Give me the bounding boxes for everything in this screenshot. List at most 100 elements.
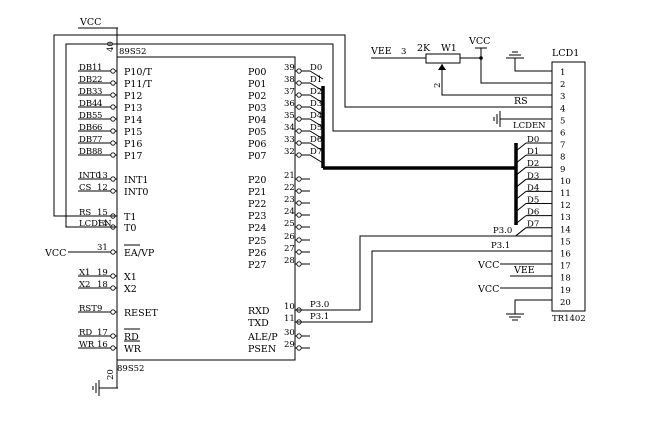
pot-name: W1	[441, 43, 457, 54]
lcd-data-d3: D3	[515, 171, 552, 188]
mcu-pin-signal: WR	[79, 340, 95, 350]
mcu-pin-num: 17	[97, 328, 108, 338]
lcd-pin-15: 15	[560, 237, 571, 247]
lcd-pin-1: 1	[560, 68, 565, 78]
lcd-pin-7: 7	[560, 141, 565, 151]
mcu-pin-signal: DB6	[79, 123, 97, 133]
mcu-pin-num: 15	[97, 208, 108, 218]
pot-resistor	[425, 53, 461, 64]
lcd-pin-12: 12	[560, 201, 571, 211]
mcu-ground-icon	[92, 380, 100, 396]
lcd-data-label: D7	[527, 220, 539, 230]
mcu-pin-name: P15	[124, 127, 142, 138]
lcd-data-d1: D1	[515, 147, 552, 164]
mcu-pin-name: X1	[124, 272, 137, 283]
bus-label-d7: D7	[310, 147, 322, 157]
bus-label-d3: D3	[310, 99, 322, 109]
mcu-pin-name: P17	[124, 151, 142, 162]
bus-label-d0: D0	[310, 63, 322, 73]
bus-label-d4: D4	[310, 111, 322, 121]
mcu-pin-name: P10/T	[124, 67, 153, 78]
lcd-pin5-ground-icon	[493, 111, 501, 127]
pot-right-wire	[460, 48, 482, 59]
lcd-pin-5: 5	[560, 116, 565, 126]
lcd-bottom-ground-icon	[506, 313, 524, 321]
p30-label-mcu: P3.0	[310, 300, 329, 310]
mcu-pin-name: INT1	[124, 175, 148, 186]
mcu-pin-num: 32	[284, 147, 295, 157]
lcd-data-d5: D5	[515, 196, 552, 212]
lcd-data-label: D5	[527, 196, 539, 206]
lcd-data-label: D4	[527, 183, 539, 193]
mcu-pin-signal: DB5	[79, 111, 97, 121]
lcd-pin-14: 14	[560, 225, 571, 235]
lcd-vee18-label: VEE	[513, 265, 535, 276]
mcu-pin-name: P22	[248, 199, 266, 210]
mcu-pin-name: P16	[124, 139, 142, 150]
mcu-pin-num: 8	[97, 147, 102, 157]
mcu-pin-name: RD	[124, 332, 139, 343]
mcu-pin-num: 23	[284, 195, 295, 205]
mcu-pin-num: 7	[97, 135, 102, 145]
mcu-pin-signal: X2	[79, 280, 90, 290]
mcu-pin-num: 4	[97, 99, 102, 109]
lcd-data-label: D2	[527, 159, 539, 169]
lcd-data-label: D0	[527, 135, 539, 145]
mcu-pin-name: P23	[248, 211, 266, 222]
lcd-pin-9: 9	[560, 165, 565, 175]
mcu-pin-name: P21	[248, 187, 266, 198]
rs-wire	[53, 34, 552, 217]
mcu-pin-num: 31	[97, 243, 108, 253]
lcd-pin20-wire	[514, 299, 552, 314]
mcu-pin-num: 13	[97, 171, 108, 181]
mcu-pin-num: 11	[284, 314, 295, 324]
mcu-pin-name: P13	[124, 103, 142, 114]
lcd-data-d2: D2	[515, 159, 552, 176]
mcu-pin-num: 19	[97, 268, 108, 278]
lcd-part: TR1402	[552, 314, 586, 324]
pot-wiper-wire	[441, 64, 552, 96]
mcu-pin-num: 24	[284, 207, 295, 217]
mcu-pin-signal: DB3	[79, 87, 97, 97]
mcu-pin-name: P01	[248, 79, 266, 90]
mcu-pin-num: 22	[284, 183, 295, 193]
lcd-pin-4: 4	[560, 104, 565, 114]
mcu-pin-num: 28	[284, 256, 295, 266]
mcu-pin-num: 18	[97, 280, 108, 290]
mcu-pin-num: 30	[284, 328, 295, 338]
mcu-pin-signal: DB4	[79, 99, 97, 109]
mcu-pin-num: 12	[97, 183, 108, 193]
lcd-pin-3: 3	[560, 92, 565, 102]
bus-label-d1: D1	[310, 75, 322, 85]
p30-wire	[295, 235, 552, 311]
mcu-pin-name: RESET	[124, 308, 159, 319]
mcu-pin-name: T0	[124, 223, 136, 234]
vcc-junction	[479, 56, 483, 60]
mcu-pin-name: INT0	[124, 187, 148, 198]
mcu-pin-num: 29	[284, 340, 295, 350]
pot-vee-label: VEE	[370, 46, 392, 57]
mcu-pin-num: 6	[97, 123, 102, 133]
mcu-pin-signal: DB2	[79, 75, 97, 85]
